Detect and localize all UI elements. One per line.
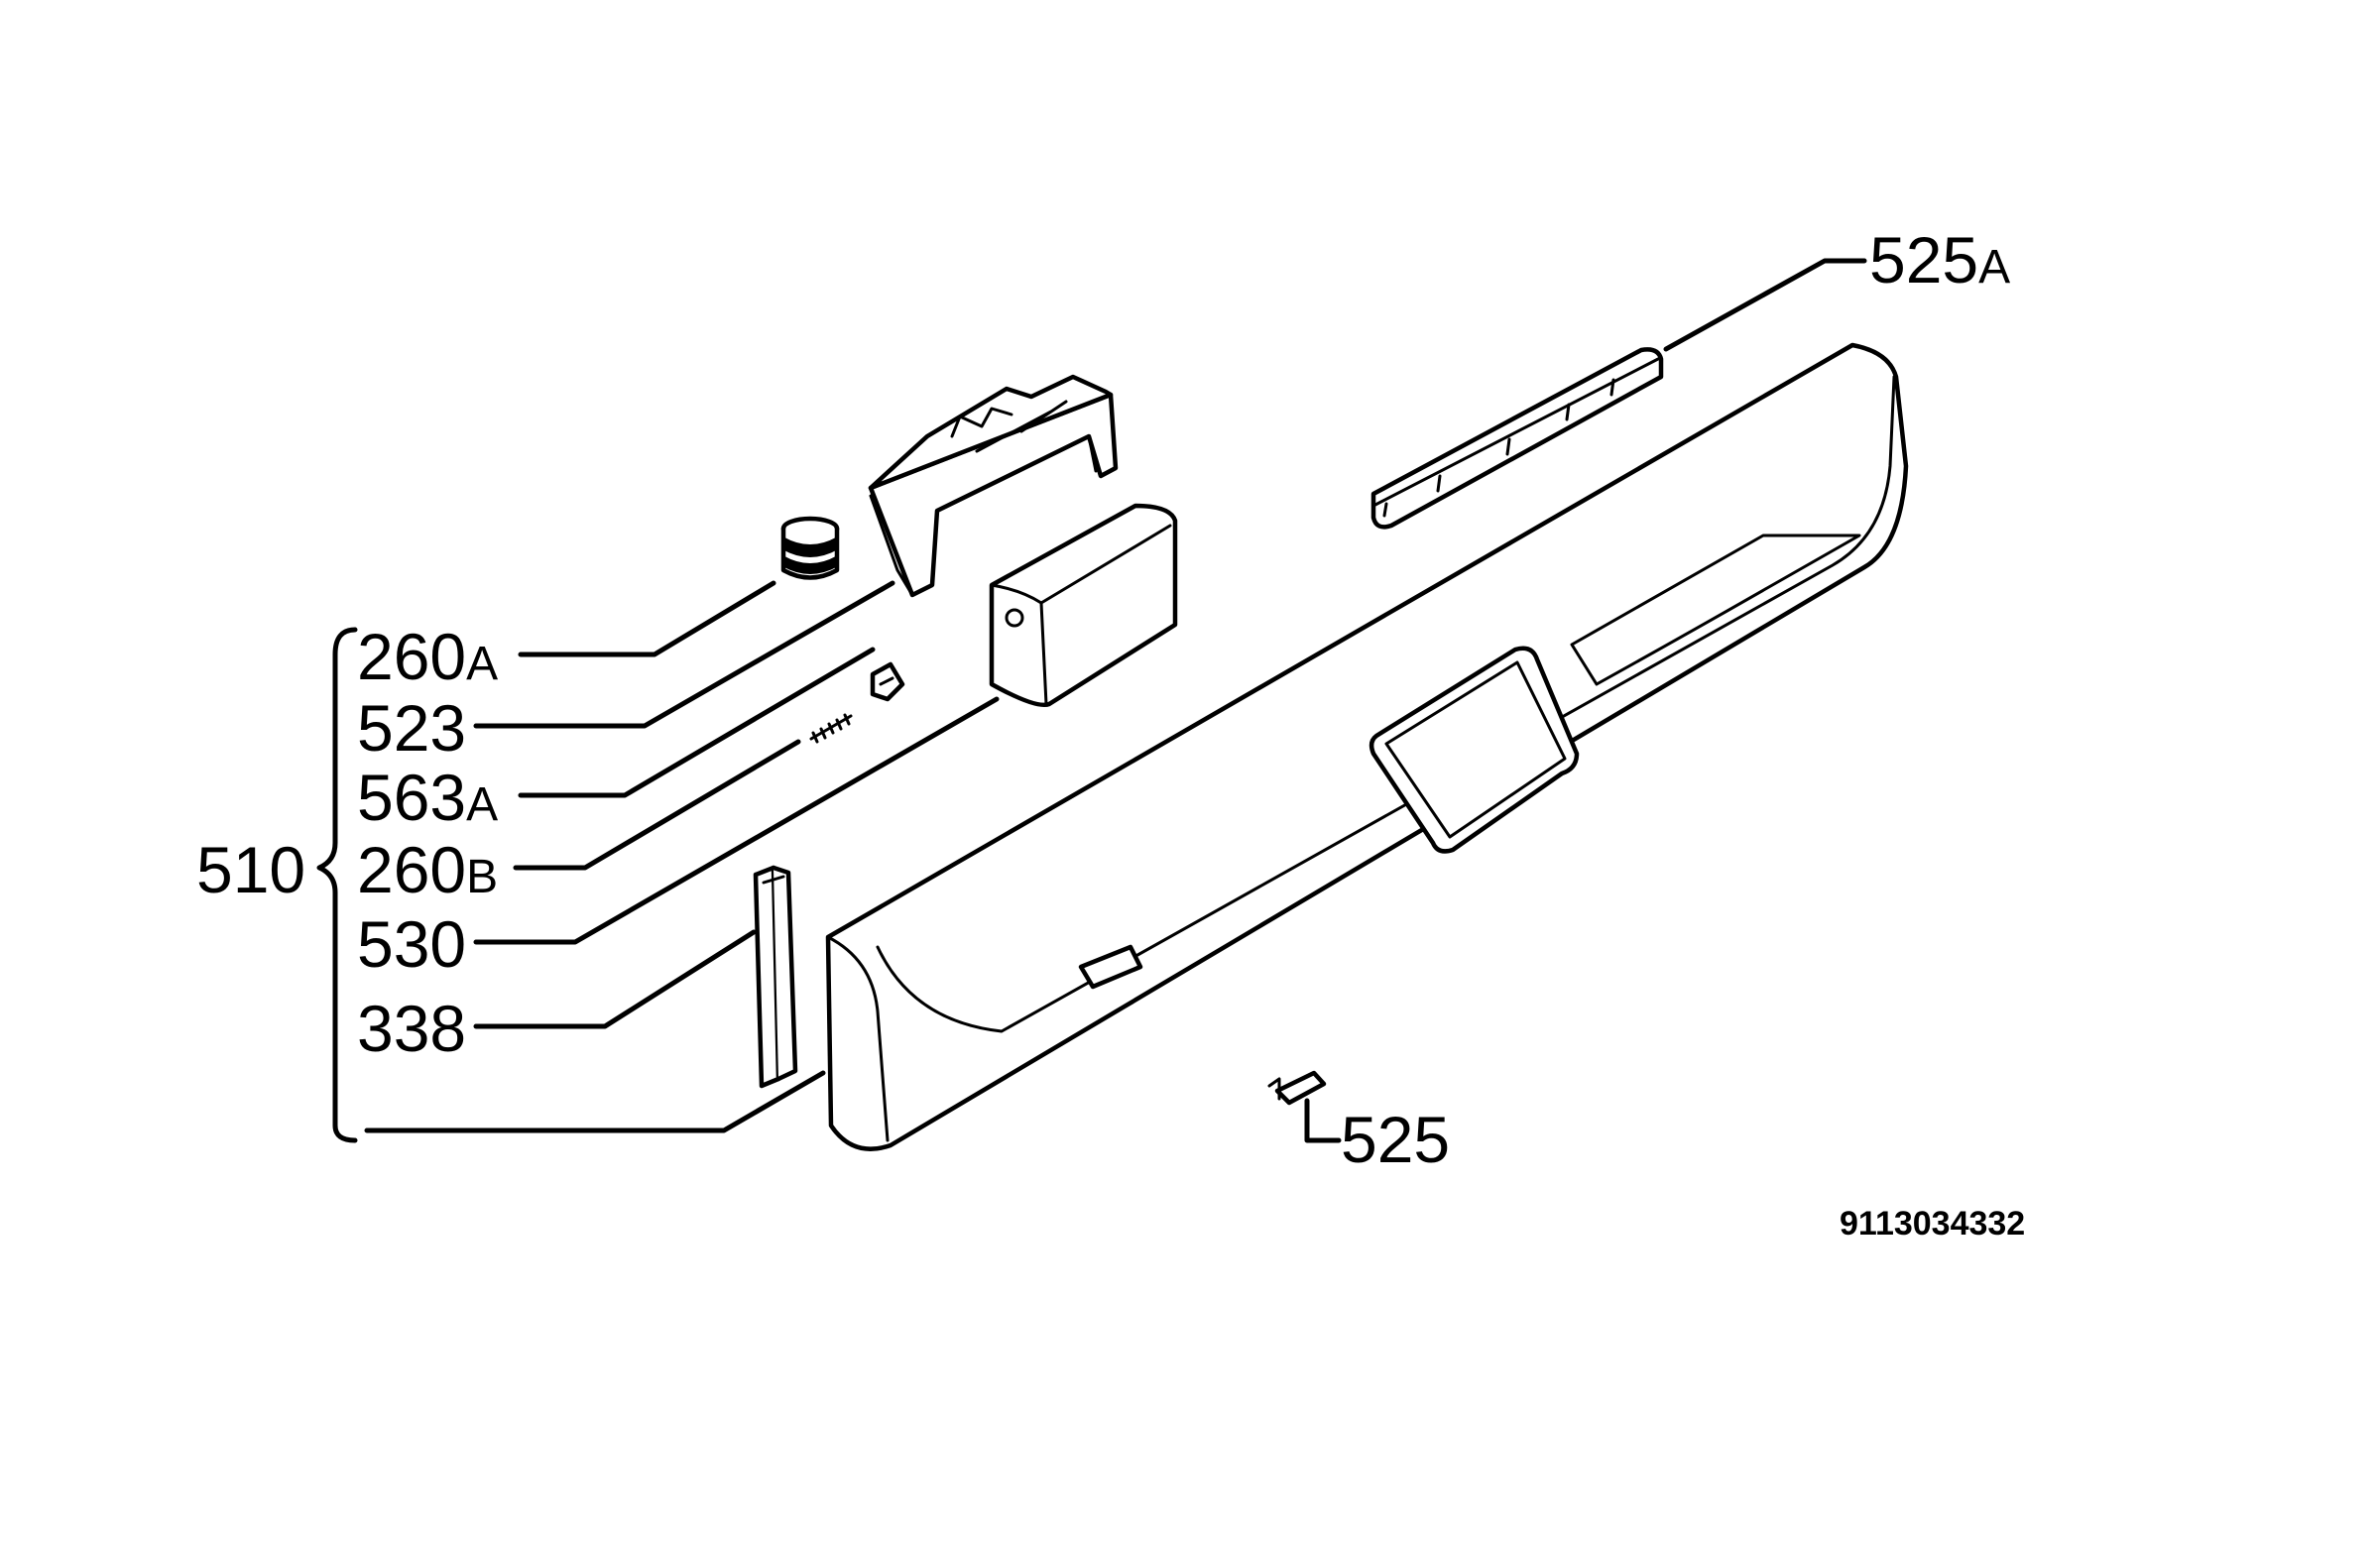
label-563a: 563A [357, 761, 498, 834]
leader-lines [316, 258, 1867, 1143]
bracket-part [868, 374, 1119, 598]
label-525: 525 [1341, 1103, 1450, 1176]
label-530: 530 [357, 907, 466, 981]
label-523: 523 [357, 691, 466, 765]
label-338: 338 [357, 992, 466, 1065]
knob-part [780, 516, 840, 580]
rail-part [753, 865, 798, 1089]
small-plug-part [870, 661, 905, 702]
control-panel-part [825, 342, 1909, 1151]
group-label-510: 510 [196, 833, 305, 906]
label-260b: 260B [357, 833, 498, 906]
label-525a: 525A [1869, 223, 2010, 297]
clip-part [1267, 1070, 1327, 1106]
label-260a: 260A [357, 620, 498, 693]
part-labels: 525A 260A 523 563A 260B 530 338 525 510 … [196, 223, 2025, 1243]
spring-part [809, 713, 853, 744]
drawing-code: 9113034332 [1840, 1205, 2025, 1243]
knob-cover-part [989, 503, 1178, 707]
button-strip-part [1370, 347, 1664, 530]
